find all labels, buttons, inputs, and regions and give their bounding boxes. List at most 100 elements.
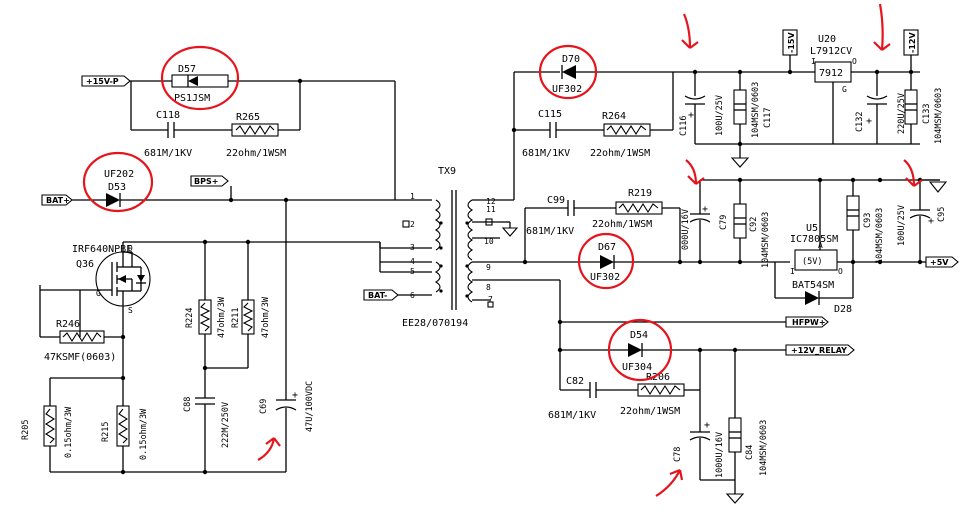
red-annotations [82, 3, 923, 497]
u5-body: (5V) [802, 257, 822, 267]
net-label-bpsp: BPS+ [194, 177, 218, 186]
c88-ref: C88 [183, 397, 193, 412]
d57-ref: D57 [178, 64, 196, 75]
shunts: R205 0.15ohm/3W R215 0.15ohm/3W [21, 360, 286, 475]
p12v-branch: HFPW+ +12V_RELAY D54 UF304 C82 681M/1KV … [548, 280, 855, 504]
annotation-circle-d67 [577, 232, 635, 290]
q36-pin-d: D [128, 244, 133, 253]
c93-ref: C93 [863, 213, 873, 228]
r224-value: 47ohm/3W [217, 296, 227, 338]
net-bpsp-group: BPS+ [190, 175, 232, 200]
tx-pin-1: 1 [410, 192, 415, 201]
tx-pin-4: 4 [410, 257, 415, 266]
c92-value: 104MSM/0603 [761, 212, 771, 268]
net-label-hfpwp: HFPW+ [792, 318, 826, 327]
c118-r265: C118 681M/1KV R265 22ohm/1WSM [130, 81, 301, 159]
c117-value: 104MSM/0603 [751, 82, 761, 138]
c88-value: 222M/250V [221, 402, 231, 448]
q36-value: IRF640NPBF [72, 244, 132, 255]
d67-value: UF302 [590, 272, 620, 283]
svg-text:+: + [702, 204, 708, 215]
d57: D57 PS1JSM [171, 64, 229, 104]
tx-pin-10: 10 [484, 237, 494, 246]
c78-ref: C78 [673, 447, 683, 462]
svg-text:+: + [688, 110, 694, 121]
u5-ref: U5 [806, 223, 818, 234]
c115-value: 681M/1KV [522, 148, 570, 159]
tx-pin-6: 6 [410, 291, 415, 300]
c99-value: 681M/1KV [526, 226, 574, 237]
annotation-arrow-c69 [257, 437, 281, 461]
net-label-p15vp: +15V-P [86, 77, 119, 86]
svg-text:+: + [292, 390, 298, 401]
tx-pin-7: 7 [488, 295, 493, 304]
r205-ref: R205 [21, 420, 31, 440]
net-label-n12v: -12V [908, 32, 917, 53]
d57-value: PS1JSM [174, 93, 210, 104]
net-p15vp-group: +15V-P [81, 75, 432, 201]
r219-value: 22ohm/1WSM [592, 219, 652, 230]
r215-value: 0.15ohm/3W [139, 408, 149, 460]
c95-value: 100U/25V [897, 205, 907, 246]
p5v-branch: C99 681M/1KV R219 22ohm/1WSM D67 UF302 +… [522, 177, 959, 315]
c132-ref: C132 [855, 112, 865, 132]
d28-value: BAT54SM [792, 280, 834, 291]
annotation-arrow-c116 [681, 13, 699, 49]
c84-ref: C84 [745, 445, 755, 460]
c118-ref: C118 [156, 110, 180, 121]
d53-ref: D53 [108, 182, 126, 193]
tx-pin-9: 9 [486, 263, 491, 272]
net-batp-group: BAT+ UF202 D53 [41, 169, 395, 207]
tx-pin-8: 8 [486, 283, 491, 292]
u5-pin-i: I [790, 267, 795, 276]
r264-value: 22ohm/1WSM [590, 148, 650, 159]
u5-pin-o: O [838, 267, 843, 276]
tx9: TX9 1 2 3 4 5 6 [379, 166, 560, 329]
tx9-value: EE28/070194 [402, 318, 468, 329]
annotation-circle-d53 [82, 151, 154, 213]
u20-pin-i: I [811, 57, 816, 66]
d67-ref: D67 [598, 242, 616, 253]
c69-ref: C69 [259, 399, 269, 414]
c117-ref: C117 [763, 108, 773, 128]
c118-value: 681M/1KV [144, 148, 192, 159]
net-label-batn: BAT- [368, 291, 387, 300]
u20-pin-g: G [842, 85, 847, 94]
annotation-circle-d70 [538, 44, 598, 100]
u20-ref: U20 [818, 34, 836, 45]
u5-value: IC7805SM [790, 234, 838, 245]
r246-value: 47KSMF(0603) [44, 352, 116, 363]
r206-value: 22ohm/1WSM [620, 406, 680, 417]
c133-value: 104MSM/0603 [934, 88, 944, 144]
d54-ref: D54 [630, 330, 648, 341]
svg-text:+: + [928, 216, 934, 227]
c69-value: 47U/100VDC [305, 381, 315, 432]
q36-pin-s: S [128, 306, 133, 315]
net-label-p12vrelay: +12V_RELAY [791, 346, 847, 355]
q36: IRF640NPBF Q36 D G S [39, 242, 151, 360]
annotation-arrow-c79 [685, 159, 705, 185]
annotation-circle-d57 [160, 45, 240, 111]
c79-value: 000U/16V [681, 209, 691, 250]
d70-ref: D70 [562, 54, 580, 65]
u20-body: 7912 [819, 68, 843, 79]
r246-ref: R246 [56, 319, 80, 330]
r265-value: 22ohm/1WSM [226, 148, 286, 159]
tx-pin-2: 2 [410, 220, 415, 229]
drain-rail [123, 239, 432, 263]
c69: + C69 47U/100VDC [259, 200, 315, 472]
annotation-circle-d54 [607, 318, 673, 382]
tx-pin-11: 11 [486, 205, 496, 214]
svg-text:+: + [866, 116, 872, 127]
c99-ref: C99 [547, 195, 565, 206]
r219-ref: R219 [628, 188, 652, 199]
tx-pin-12: 12 [486, 197, 496, 206]
r265-ref: R265 [236, 112, 260, 123]
tx-pin-5: 5 [410, 267, 415, 276]
c92-ref: C92 [749, 217, 759, 232]
net-label-batp: BAT+ [46, 196, 70, 205]
net-label-n15v: -15V [787, 32, 796, 53]
tx9-ref: TX9 [438, 166, 456, 177]
c78-value: 1000U/16V [715, 432, 725, 478]
